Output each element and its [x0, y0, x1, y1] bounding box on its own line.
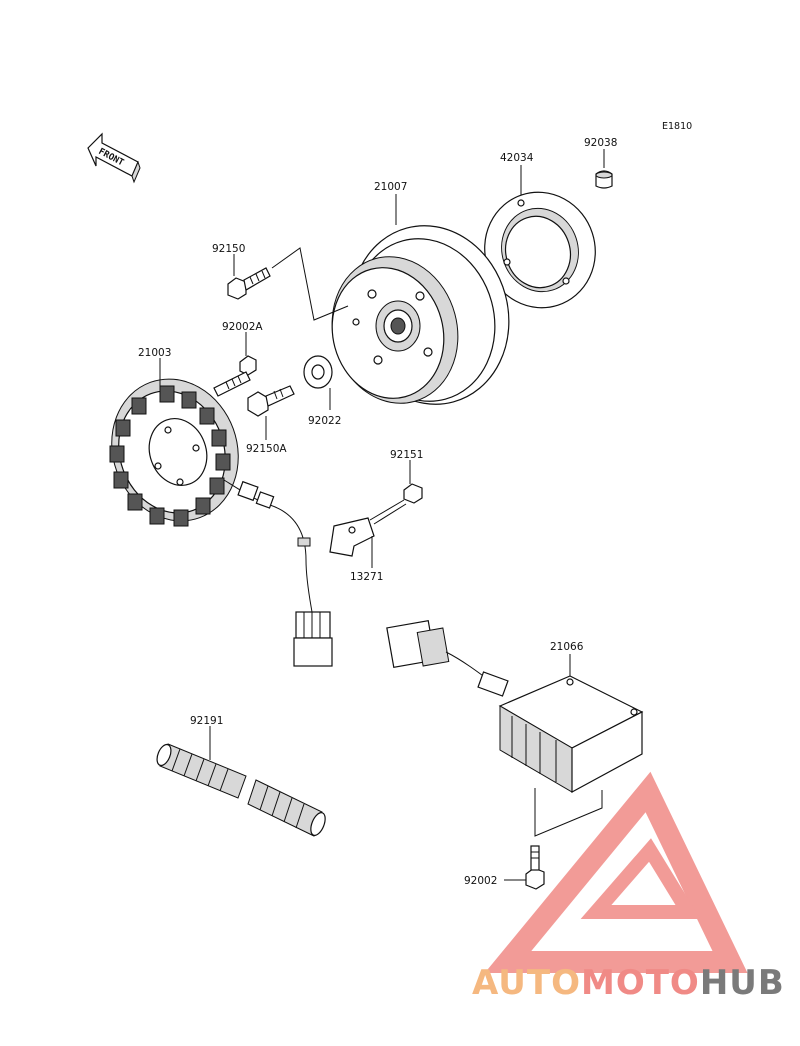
- label-92022: 92022: [308, 415, 341, 427]
- part-21003-stator[interactable]: [92, 361, 258, 539]
- part-92191-tube[interactable]: [154, 743, 328, 838]
- label-21066: 21066: [550, 641, 584, 653]
- part-92151-bolt[interactable]: [369, 483, 423, 525]
- part-92002A-bolt[interactable]: [213, 355, 257, 397]
- label-92191: 92191: [190, 715, 223, 727]
- label-92150A: 92150A: [246, 443, 287, 455]
- part-92022-washer[interactable]: [303, 355, 333, 389]
- part-21066-regulator[interactable]: [386, 619, 644, 794]
- part-21007-rotor[interactable]: [316, 208, 529, 422]
- watermark-logo: [484, 771, 748, 973]
- part-92038-key[interactable]: [595, 170, 613, 189]
- watermark-text-hub: HUB: [700, 963, 785, 1003]
- watermark-text-auto: AUTO: [472, 963, 581, 1003]
- label-92002A: 92002A: [222, 321, 263, 333]
- diagram-ref-code: E1810: [662, 121, 692, 132]
- label-21007: 21007: [374, 181, 407, 193]
- label-92150: 92150: [212, 243, 245, 255]
- front-arrow-icon: FRONT: [87, 132, 141, 184]
- part-92002-bolt[interactable]: [525, 845, 545, 890]
- part-92150A-bolt[interactable]: [247, 385, 295, 417]
- label-92002: 92002: [464, 875, 497, 887]
- label-92038: 92038: [584, 137, 617, 149]
- part-42034-ring[interactable]: [470, 178, 610, 322]
- watermark-inner-icon: [580, 838, 701, 919]
- watermark-text: AUTOMOTOHUB: [472, 963, 785, 1003]
- label-92151: 92151: [390, 449, 423, 461]
- stator-wire-harness: [223, 479, 333, 667]
- watermark-triangle-icon: [484, 771, 748, 973]
- label-42034: 42034: [500, 152, 534, 164]
- label-21003: 21003: [138, 347, 171, 359]
- label-13271: 13271: [350, 571, 383, 583]
- watermark-text-moto: MOTO: [581, 963, 700, 1003]
- part-13271-clamp[interactable]: [329, 517, 375, 557]
- part-92150-bolt[interactable]: [227, 267, 271, 300]
